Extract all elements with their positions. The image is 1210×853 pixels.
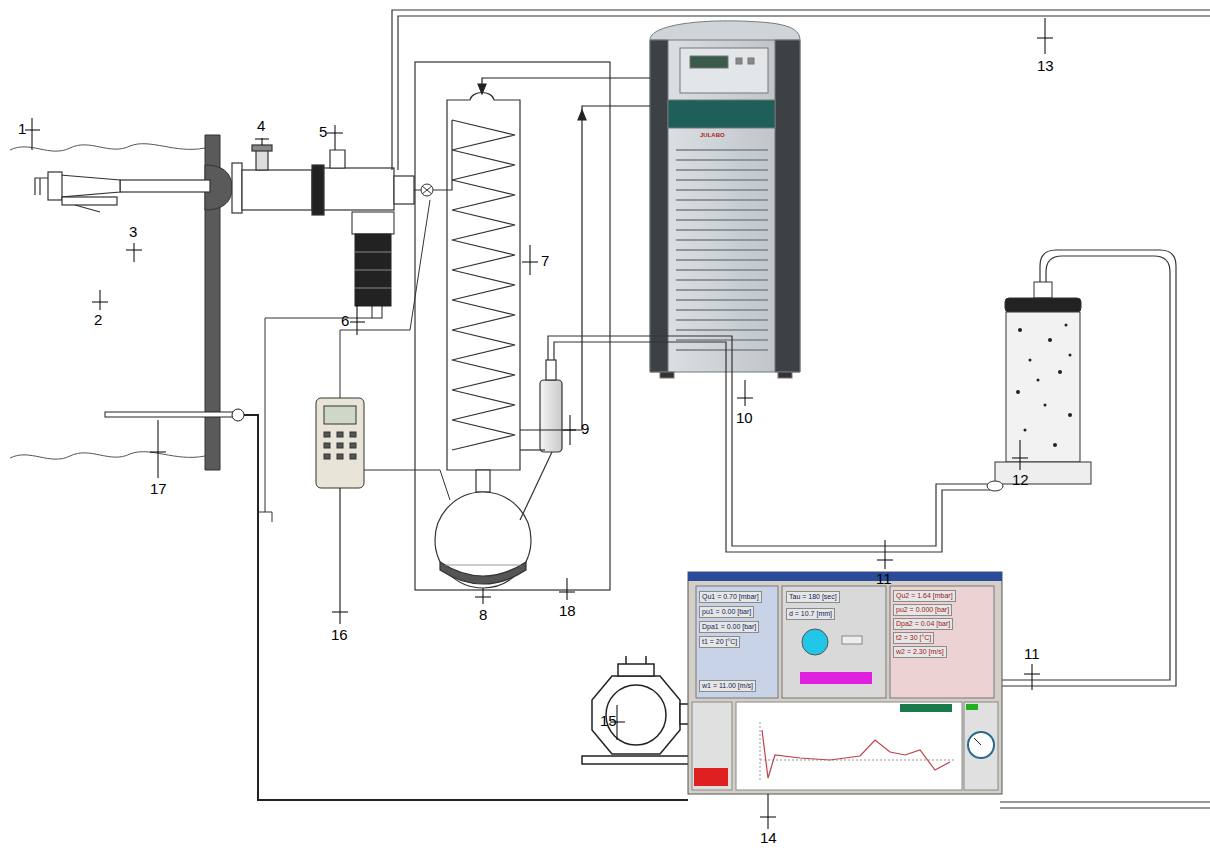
screen-readout: w1 = 11.00 [m/s] — [699, 680, 756, 692]
callout-number: 11 — [1024, 646, 1040, 663]
callout-number: 4 — [257, 118, 265, 135]
screen-readout: pu2 = 0.000 [bar] — [893, 604, 952, 616]
callout-number: 9 — [581, 421, 589, 438]
callout-number: 6 — [341, 313, 349, 330]
callout-number: 13 — [1037, 58, 1054, 75]
callout-number: 2 — [94, 312, 102, 329]
gas-meter — [987, 282, 1091, 491]
screen-readout: Tau = 180 [sec] — [786, 591, 840, 603]
leader-line — [25, 18, 1053, 829]
callout-number: 16 — [331, 627, 348, 644]
screen-readout: t2 = 30 [°C] — [893, 632, 934, 644]
filter-cartridge — [352, 212, 394, 318]
sampling-probe — [35, 172, 210, 212]
vacuum-pump — [582, 656, 692, 764]
callout-number: 11 — [876, 571, 892, 588]
three-way-valve — [414, 184, 440, 196]
screen-readout: Qu2 = 1.64 [mbar] — [893, 590, 956, 602]
callout-number: 3 — [129, 224, 137, 241]
probe-housing — [232, 145, 414, 215]
gas-line — [548, 250, 1210, 808]
screen-readout: Qu1 = 0.70 [mbar] — [699, 591, 762, 603]
screen-readout: Dpa1 = 0.00 [bar] — [699, 621, 759, 633]
screen-readout: t1 = 20 [°C] — [699, 636, 740, 648]
screen-readout: d = 10.7 [mm] — [786, 608, 835, 620]
callout-number: 14 — [760, 830, 777, 847]
callout-number: 15 — [600, 713, 617, 730]
computer-screen — [688, 572, 1002, 794]
brand-logo: JULABO — [700, 132, 725, 139]
handheld-meter — [316, 200, 450, 500]
chiller-unit — [650, 21, 800, 378]
callout-number: 8 — [479, 607, 487, 624]
screen-readout: w2 = 2.30 [m/s] — [893, 646, 947, 658]
callout-number: 18 — [559, 603, 576, 620]
screen-readout: Dpa2 = 0.04 [bar] — [893, 618, 953, 630]
condensate-flask — [435, 452, 552, 588]
callout-number: 12 — [1012, 472, 1029, 489]
callout-number: 17 — [150, 481, 167, 498]
callout-number: 10 — [736, 410, 753, 427]
callout-number: 1 — [18, 121, 26, 138]
heater-cable — [258, 318, 372, 522]
thermocouple — [105, 409, 688, 800]
cooling-box — [415, 62, 610, 590]
coolant-line — [478, 78, 650, 430]
callout-number: 7 — [541, 253, 549, 270]
coil-condenser — [440, 93, 520, 493]
callout-number: 5 — [319, 124, 327, 141]
drying-cylinder — [520, 360, 562, 452]
screen-readout: pu1 = 0.00 [bar] — [699, 606, 754, 618]
